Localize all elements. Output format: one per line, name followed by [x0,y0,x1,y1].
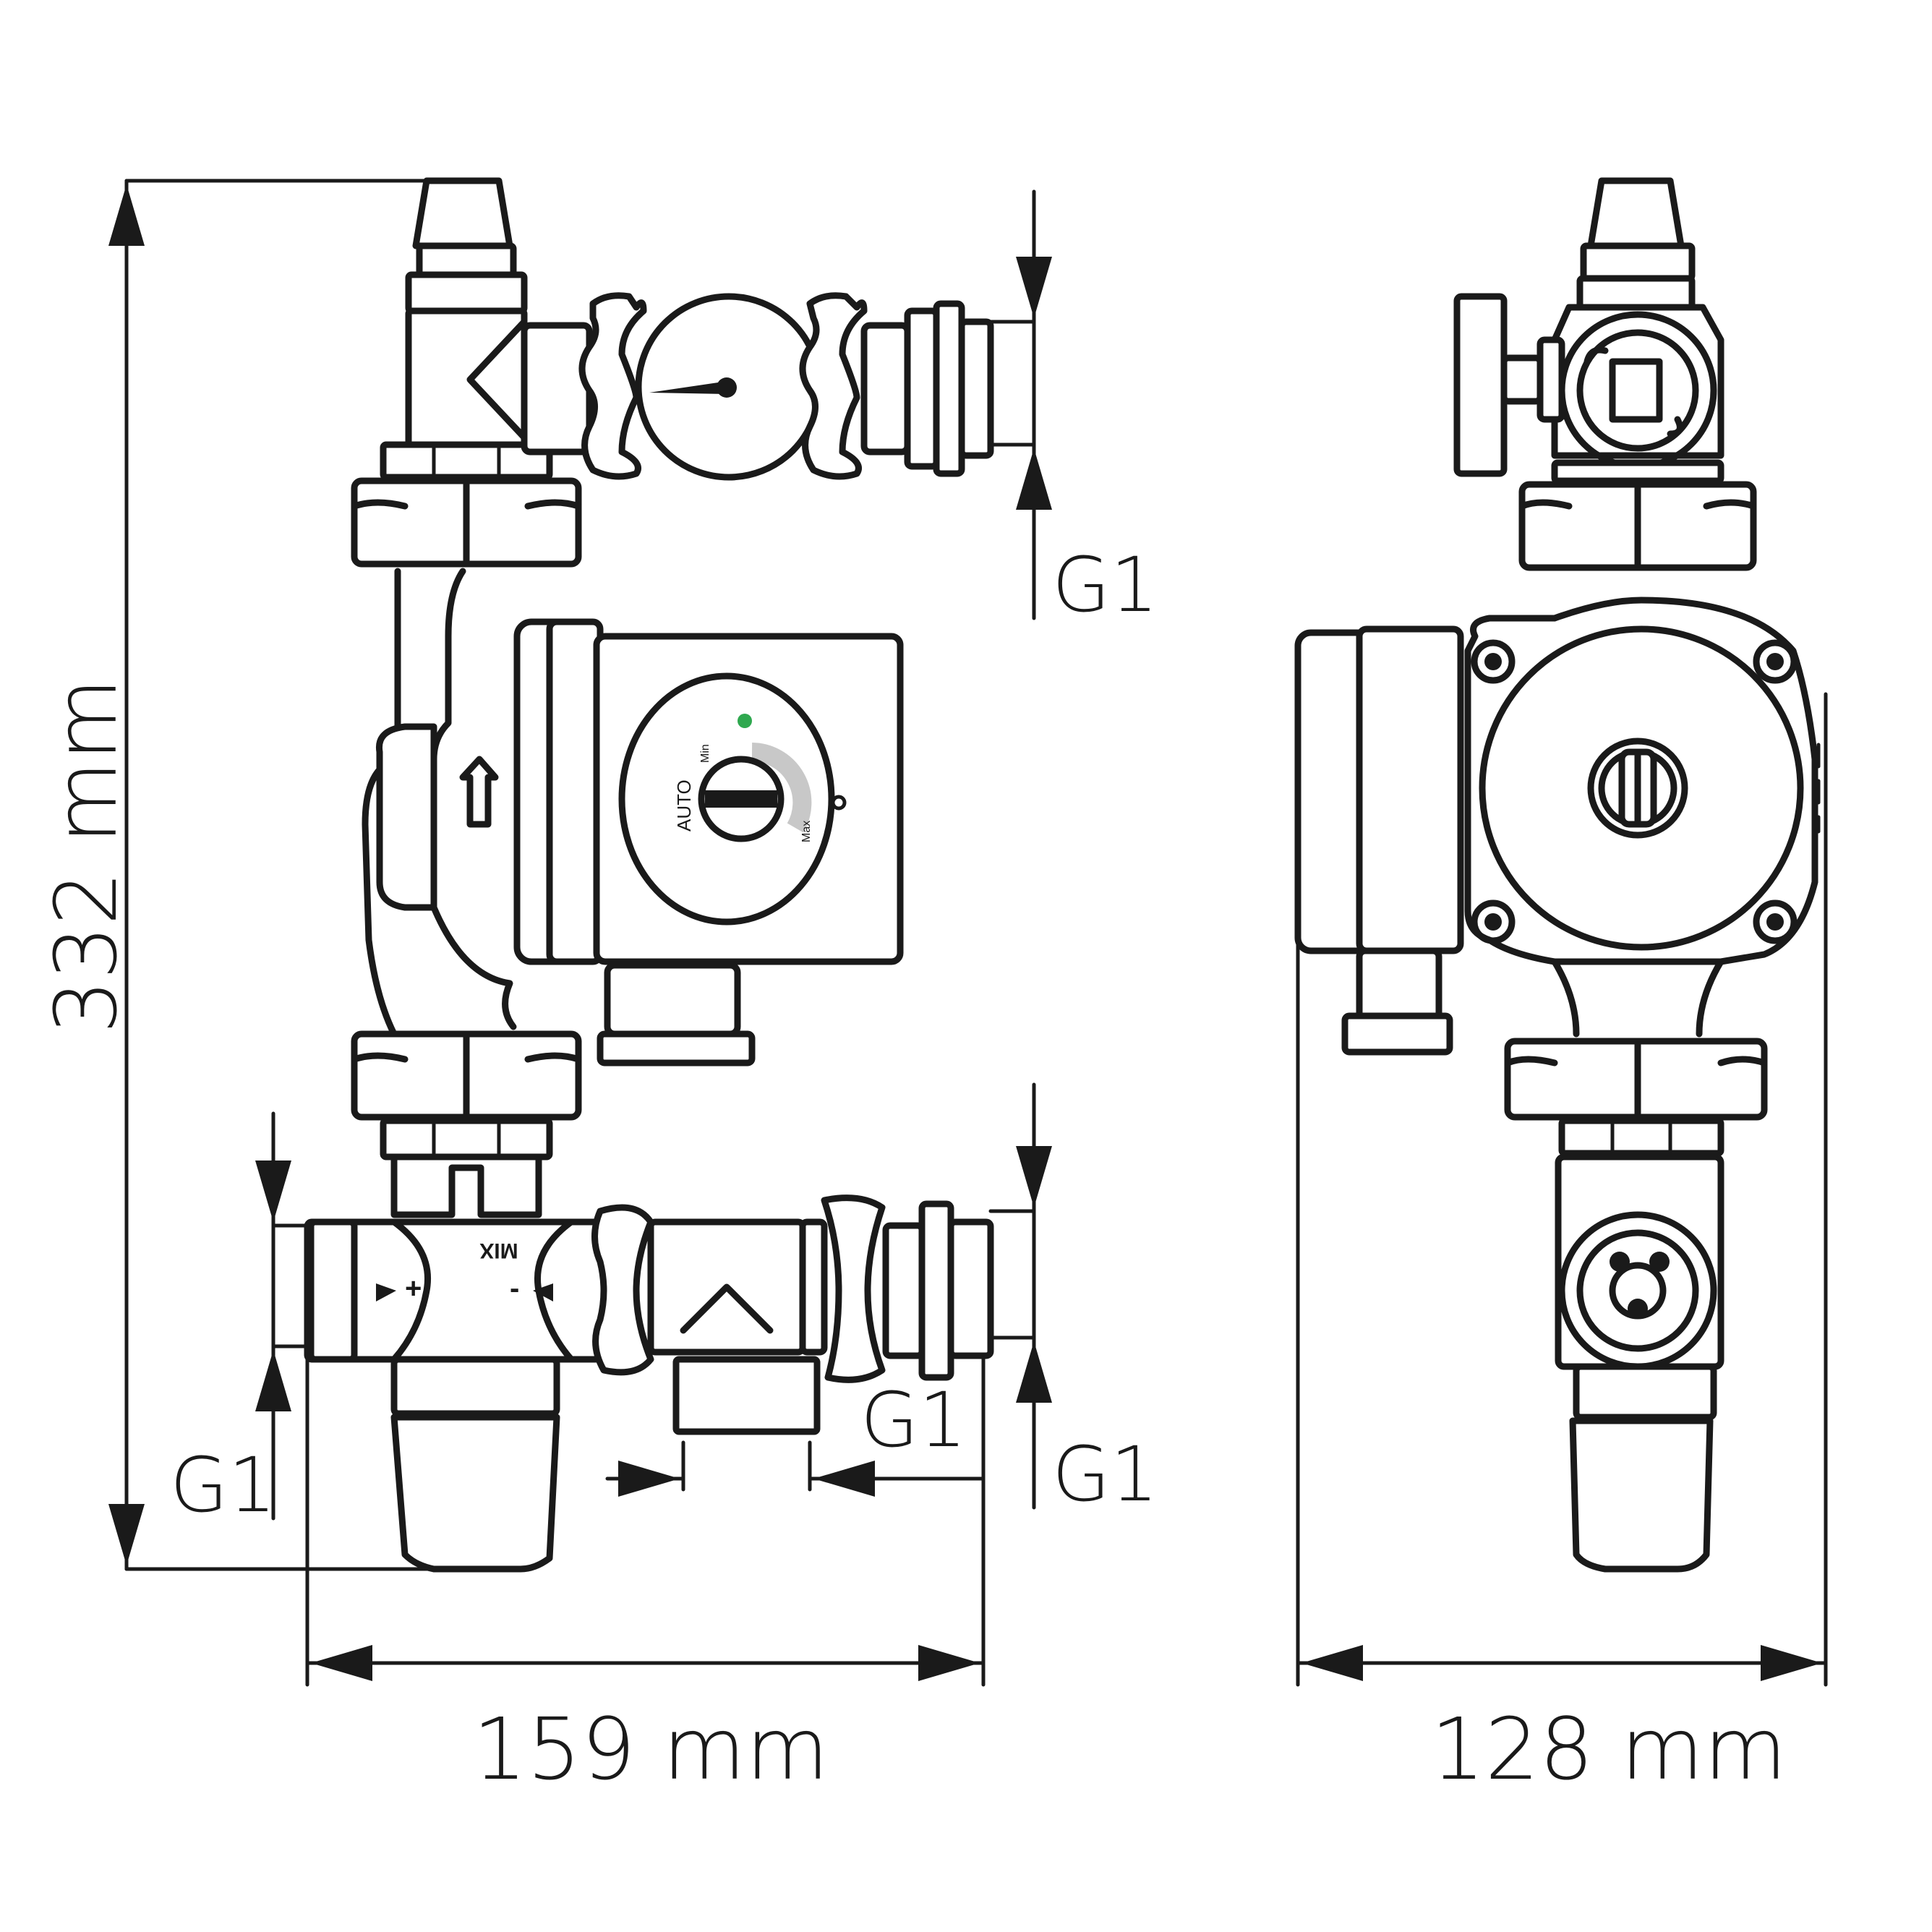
shutoff-valve-handle[interactable] [1453,293,1508,477]
arrow-left-icon [1301,1645,1363,1681]
dimension-width-front: 159 mm [305,1227,986,1799]
arrow-up-icon [108,184,145,246]
mix-label: MIX [479,1239,518,1262]
power-indicator-icon [738,714,752,728]
arrow-down-icon [255,1161,291,1222]
thread-label-bottom-middle: G1 [860,1376,967,1464]
pump-cable-gland [604,962,741,1038]
arrow-right-icon [918,1645,980,1681]
side-view [1294,177,1821,1573]
screw-icon [1484,913,1502,931]
arrow-up-icon [1016,1341,1052,1403]
height-label: 332 mm [36,678,136,1034]
plus-label: + [405,1273,422,1304]
thread-callout-bottom-right: G1 [988,1082,1158,1518]
auto-mode-label: AUTO [673,779,695,832]
screw-icon [1766,913,1784,931]
max-speed-label: Max [800,821,813,842]
bottom-branch [591,1194,994,1435]
mixing-valve-handle[interactable] [390,1414,560,1573]
arrow-right-icon [1761,1645,1822,1681]
thread-label-top: G1 [1052,541,1158,629]
arrow-up-icon [1016,448,1052,510]
arrow-down-icon [1016,1146,1052,1208]
top-branch [521,292,994,481]
thread-label-bottom-right: G1 [1052,1430,1158,1518]
dimension-width-side: 128 mm [1296,692,1828,1799]
thread-callout-bottom-middle: G1 [605,1376,986,1497]
thread-callout-bottom-left: G1 [170,1111,313,1529]
arrow-left-icon [813,1461,875,1497]
circulation-pump: AUTO Min Max [430,618,904,1067]
bottom-union-nut [351,1030,582,1161]
screw-icon [1484,653,1502,670]
speed-arc [751,743,812,833]
screw-icon [1766,653,1784,670]
arrow-down-icon [1016,257,1052,318]
arrow-down-icon [108,1504,145,1565]
air-vent-valve [380,177,553,481]
thread-callout-top: G1 [988,189,1158,629]
top-union-nut [351,477,582,568]
minus-label: - [510,1273,519,1304]
dimension-height: 332 mm [36,179,450,1571]
arrow-left-icon [311,1645,372,1681]
arrow-up-icon [255,1350,291,1411]
arrow-right-icon [618,1461,680,1497]
min-speed-label: Min [699,744,711,763]
width-side-label: 128 mm [1431,1699,1787,1799]
width-front-label: 159 mm [473,1699,829,1799]
thread-label-bottom-left: G1 [170,1441,276,1529]
front-view: AUTO Min Max [304,177,994,1573]
flow-direction-icon [459,756,499,828]
mixing-valve: MIX + - [304,1153,615,1573]
